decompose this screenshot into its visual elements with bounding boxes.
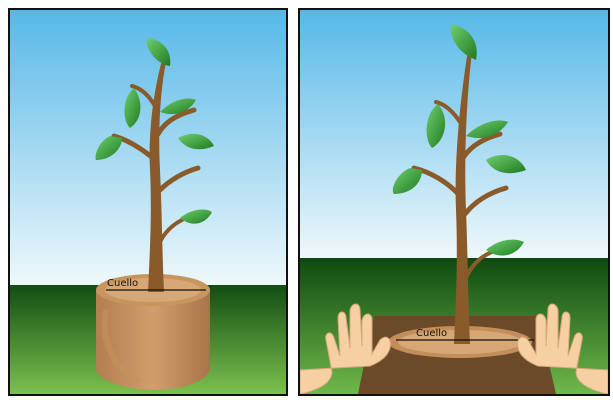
sky [300, 10, 608, 258]
panel-planted-seedling: Cuello [298, 8, 610, 396]
neck-label: Cuello [107, 278, 138, 289]
left-panel-illustration: Cuello [10, 10, 286, 394]
sky [10, 10, 286, 285]
neck-label: Cuello [416, 328, 447, 339]
panel-potted-seedling: Cuello [8, 8, 288, 396]
right-panel-illustration: Cuello [300, 10, 608, 394]
